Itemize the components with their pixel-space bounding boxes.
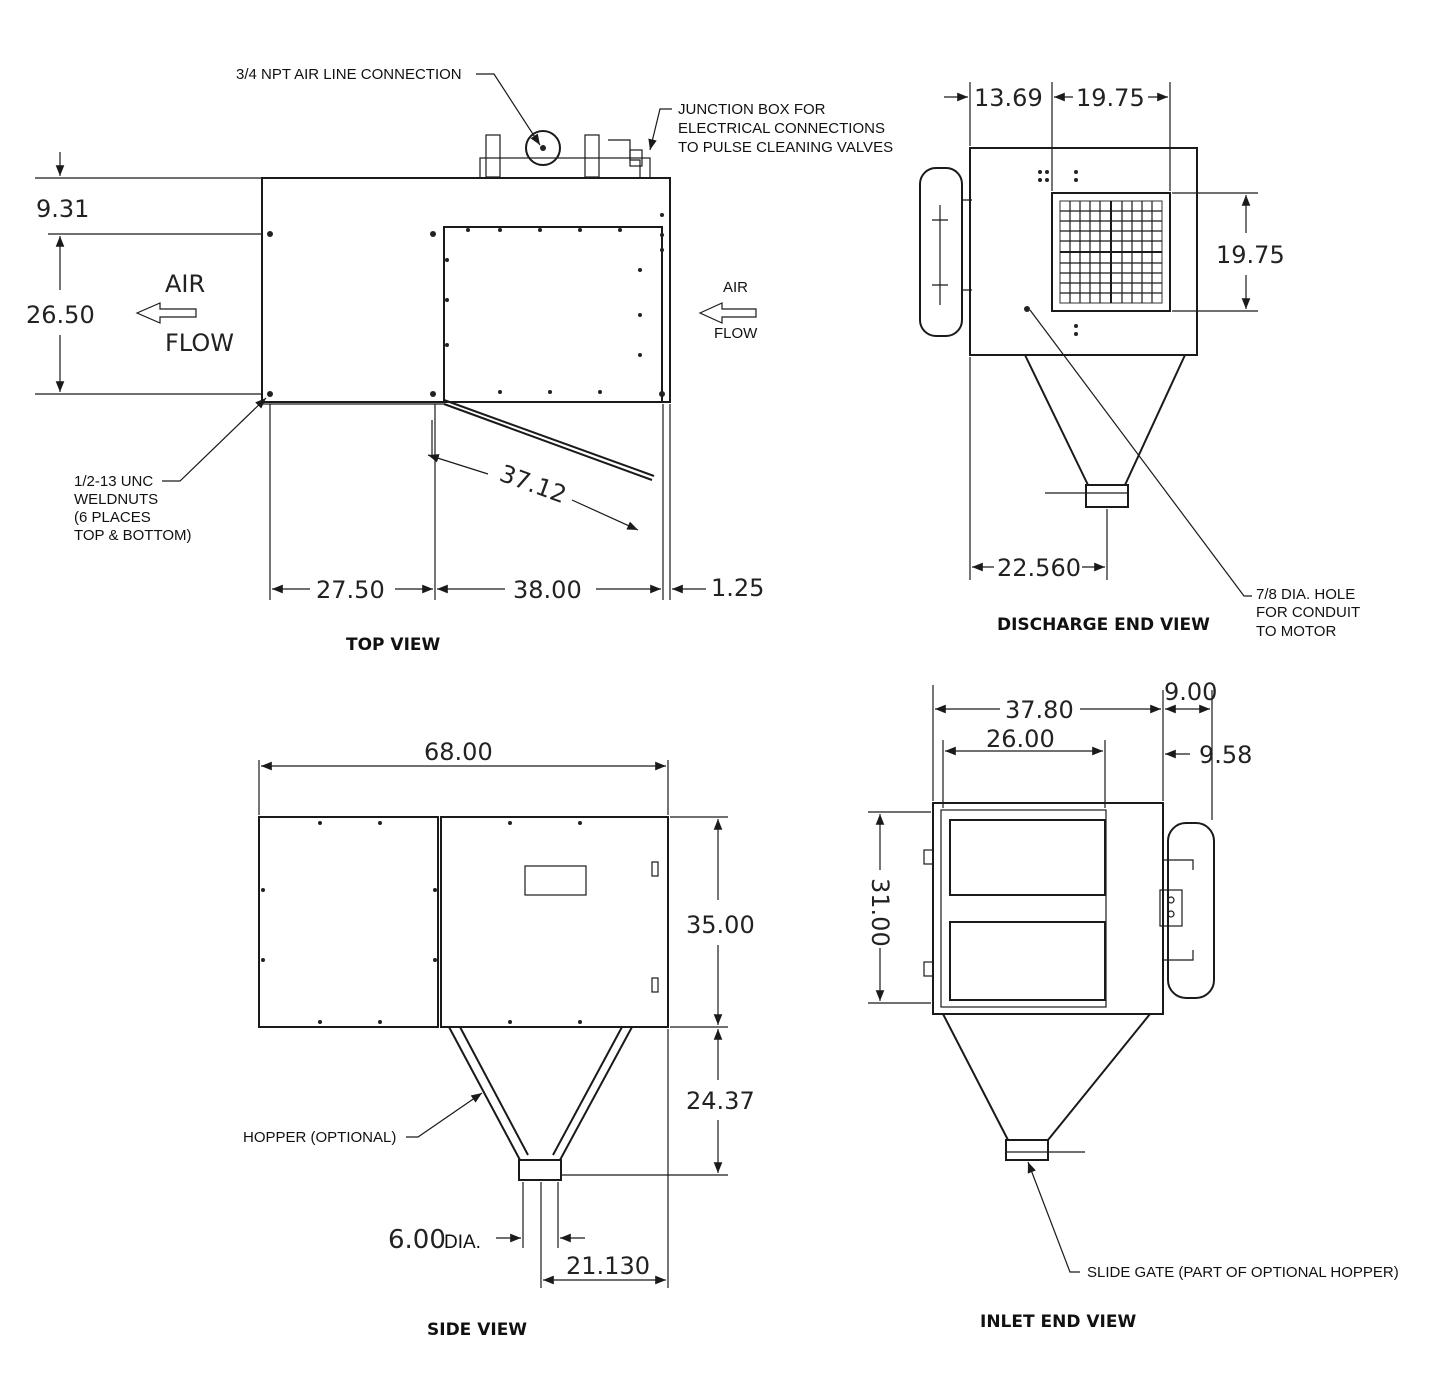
air-flow-right-label-2: FLOW bbox=[714, 325, 758, 342]
air-flow-left-label-1: AIR bbox=[165, 270, 205, 298]
discharge-grille-mesh bbox=[1059, 200, 1163, 304]
side-panel-bolts bbox=[261, 821, 582, 1024]
side-hopper bbox=[448, 1026, 633, 1161]
top-manifold-valves bbox=[479, 130, 651, 179]
caption-side-view: SIDE VIEW bbox=[427, 1320, 527, 1340]
discharge-hopper bbox=[1024, 354, 1186, 486]
air-flow-right-arrow bbox=[698, 302, 757, 324]
discharge-end-view: 13.69 19.75 19.75 22.560 7/8 DIA. HOLE F… bbox=[919, 82, 1360, 640]
note-slide-gate: SLIDE GATE (PART OF OPTIONAL HOPPER) bbox=[1087, 1264, 1399, 1281]
dim-21-130: 21.130 bbox=[566, 1252, 650, 1280]
dim-9-00: 9.00 bbox=[1164, 678, 1217, 706]
side-nameplate bbox=[524, 865, 587, 896]
discharge-bolts bbox=[1024, 170, 1078, 336]
discharge-outlet bbox=[1085, 484, 1129, 508]
side-view: 68.00 35.00 24.37 6.00 DIA. 21.130 HOPPE… bbox=[243, 738, 755, 1340]
dim-37-12: 37.12 bbox=[496, 459, 570, 509]
dim-1-25: 1.25 bbox=[711, 574, 764, 602]
dim-37-80: 37.80 bbox=[1005, 696, 1074, 724]
note-air-line: 3/4 NPT AIR LINE CONNECTION bbox=[236, 66, 462, 83]
dim-9-31: 9.31 bbox=[36, 195, 89, 223]
discharge-grille-frame bbox=[1051, 192, 1171, 312]
note-junction-2: ELECTRICAL CONNECTIONS bbox=[678, 120, 885, 137]
note-hopper: HOPPER (OPTIONAL) bbox=[243, 1129, 396, 1146]
top-access-panel bbox=[443, 226, 663, 403]
top-door-swing bbox=[443, 403, 653, 481]
dim-dia-label: DIA. bbox=[444, 1232, 481, 1253]
inlet-opening-lower bbox=[949, 921, 1106, 1001]
note-junction-3: TO PULSE CLEANING VALVES bbox=[678, 139, 893, 156]
air-flow-right-label-1: AIR bbox=[723, 279, 748, 296]
dim-68-00: 68.00 bbox=[424, 738, 493, 766]
top-panel-bolts bbox=[267, 213, 665, 397]
dim-9-58: 9.58 bbox=[1199, 741, 1252, 769]
inlet-end-view: 37.80 9.00 26.00 9.58 31.00 SLIDE GATE (… bbox=[866, 678, 1399, 1332]
side-right-panel bbox=[440, 816, 669, 1028]
dim-19-75-right: 19.75 bbox=[1216, 241, 1285, 269]
dim-13-69: 13.69 bbox=[974, 84, 1043, 112]
note-hole-3: TO MOTOR bbox=[1256, 623, 1336, 640]
note-weldnuts-2: WELDNUTS bbox=[74, 491, 158, 508]
note-hole-2: FOR CONDUIT bbox=[1256, 604, 1360, 621]
inlet-housing-outline bbox=[932, 802, 1164, 1015]
discharge-housing-outline bbox=[969, 147, 1198, 356]
dim-35-00: 35.00 bbox=[686, 911, 755, 939]
note-hole-1: 7/8 DIA. HOLE bbox=[1256, 586, 1355, 603]
inlet-air-tank bbox=[1167, 822, 1215, 999]
note-weldnuts-1: 1/2-13 UNC bbox=[74, 473, 153, 490]
discharge-air-tank bbox=[919, 167, 963, 337]
dim-6-00: 6.00 bbox=[388, 1225, 446, 1255]
caption-discharge-view: DISCHARGE END VIEW bbox=[997, 615, 1210, 635]
note-junction-1: JUNCTION BOX FOR bbox=[678, 101, 826, 118]
dim-38-00: 38.00 bbox=[513, 576, 582, 604]
caption-inlet-view: INLET END VIEW bbox=[980, 1312, 1136, 1332]
dim-24-37: 24.37 bbox=[686, 1087, 755, 1115]
note-weldnuts-3: (6 PLACES bbox=[74, 509, 151, 526]
side-outlet bbox=[518, 1159, 562, 1181]
caption-top-view: TOP VIEW bbox=[346, 635, 441, 655]
inlet-outlet bbox=[1005, 1139, 1049, 1161]
air-flow-left-label-2: FLOW bbox=[165, 329, 234, 357]
top-housing-outline bbox=[261, 177, 671, 403]
dim-19-75-top: 19.75 bbox=[1076, 84, 1145, 112]
dim-26-00: 26.00 bbox=[986, 725, 1055, 753]
side-left-panel bbox=[258, 816, 439, 1028]
top-view: 9.31 26.50 27.50 38.00 1.25 37.12 AIR FL… bbox=[26, 66, 893, 655]
note-weldnuts-4: TOP & BOTTOM) bbox=[74, 527, 192, 544]
dim-22-560: 22.560 bbox=[997, 554, 1081, 582]
inlet-opening-upper bbox=[949, 819, 1106, 896]
dim-26-50: 26.50 bbox=[26, 301, 95, 329]
air-flow-left-arrow bbox=[135, 302, 197, 324]
inlet-hopper bbox=[942, 1013, 1151, 1141]
dim-27-50: 27.50 bbox=[316, 576, 385, 604]
dim-31-00: 31.00 bbox=[866, 878, 894, 947]
inlet-valve-block bbox=[1159, 889, 1183, 927]
